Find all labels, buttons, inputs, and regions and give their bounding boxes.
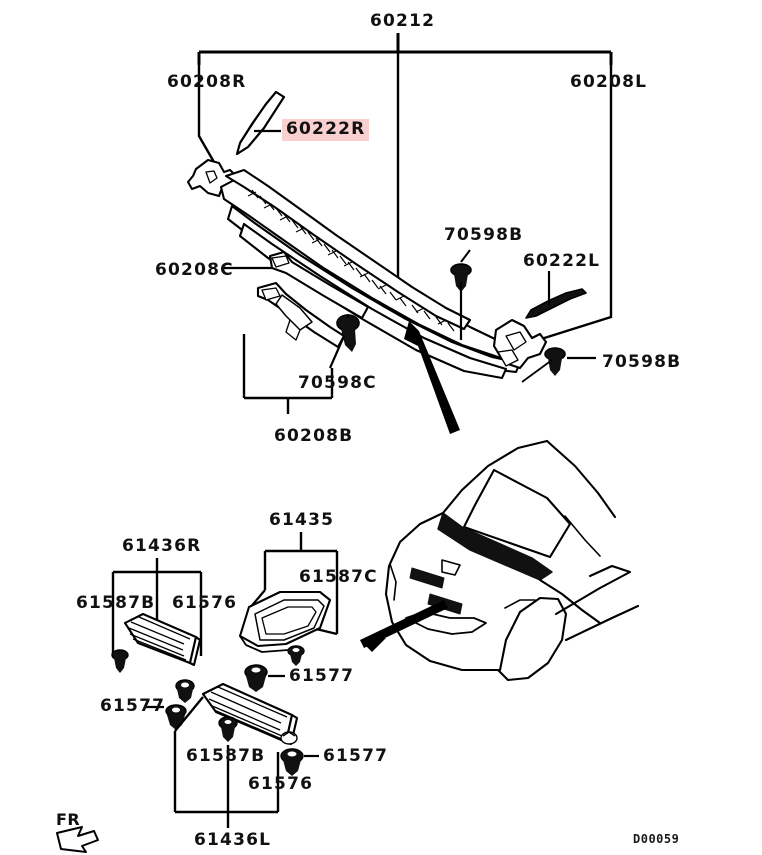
part-60222L-seal <box>525 288 587 319</box>
label-61435: 61435 <box>269 510 335 530</box>
label-60208B: 60208B <box>274 426 354 446</box>
leader-70598C <box>328 335 346 369</box>
part-61436R-garnish <box>123 612 202 667</box>
label-61576-bottom: 61576 <box>248 774 314 794</box>
label-70598C: 70598C <box>298 373 377 393</box>
part-61577-grommet-e <box>244 664 268 692</box>
callout-arrow-to-vehicle <box>404 321 460 434</box>
part-61577-grommet-f <box>280 748 304 776</box>
part-61577-grommet-c <box>165 704 187 730</box>
fr-orientation-arrow <box>56 826 99 853</box>
label-61587C: 61587C <box>299 567 378 587</box>
part-70598C-clip <box>336 314 360 352</box>
label-61436R: 61436R <box>122 536 202 556</box>
label-61587B-bottom: 61587B <box>186 746 266 766</box>
label-61576-left: 61576 <box>172 593 238 613</box>
label-60208R: 60208R <box>167 72 247 92</box>
part-61577-grommet-a <box>111 649 129 673</box>
label-61577-left: 61577 <box>100 696 166 716</box>
label-61577-mid: 61577 <box>289 666 355 686</box>
label-61577-right: 61577 <box>323 746 389 766</box>
part-60222R-seal <box>235 90 286 156</box>
part-70598B-right-clip <box>521 347 566 383</box>
vehicle-illustration <box>384 439 640 682</box>
callout-arrow-to-front <box>360 600 448 652</box>
part-61587B-clip-bottom <box>218 716 238 742</box>
bracket-60212 <box>197 33 613 65</box>
label-60222R-highlighted[interactable]: 60222R <box>282 119 370 141</box>
part-61577-grommet-d <box>287 645 305 666</box>
label-61436L: 61436L <box>194 830 272 850</box>
label-60208L: 60208L <box>570 72 648 92</box>
label-60222L: 60222L <box>523 251 601 271</box>
label-70598B-right: 70598B <box>602 352 682 372</box>
part-61576-clip <box>280 731 298 745</box>
label-61587B-left: 61587B <box>76 593 156 613</box>
bracket-61436L <box>173 696 280 828</box>
label-70598B-top: 70598B <box>444 225 524 245</box>
part-60208B-bracket <box>256 281 346 349</box>
leader-60208L <box>537 65 613 342</box>
bracket-61435 <box>263 532 339 634</box>
bracket-60208B <box>242 334 334 414</box>
label-60208C: 60208C <box>155 260 234 280</box>
part-61577-grommet-b <box>175 679 195 703</box>
fr-orientation-label: FR <box>56 810 81 829</box>
label-60212: 60212 <box>370 11 436 31</box>
part-61435-wedge-garnish <box>238 590 332 653</box>
part-60208C-bar <box>268 250 370 320</box>
drawing-code: D00059 <box>633 832 680 846</box>
